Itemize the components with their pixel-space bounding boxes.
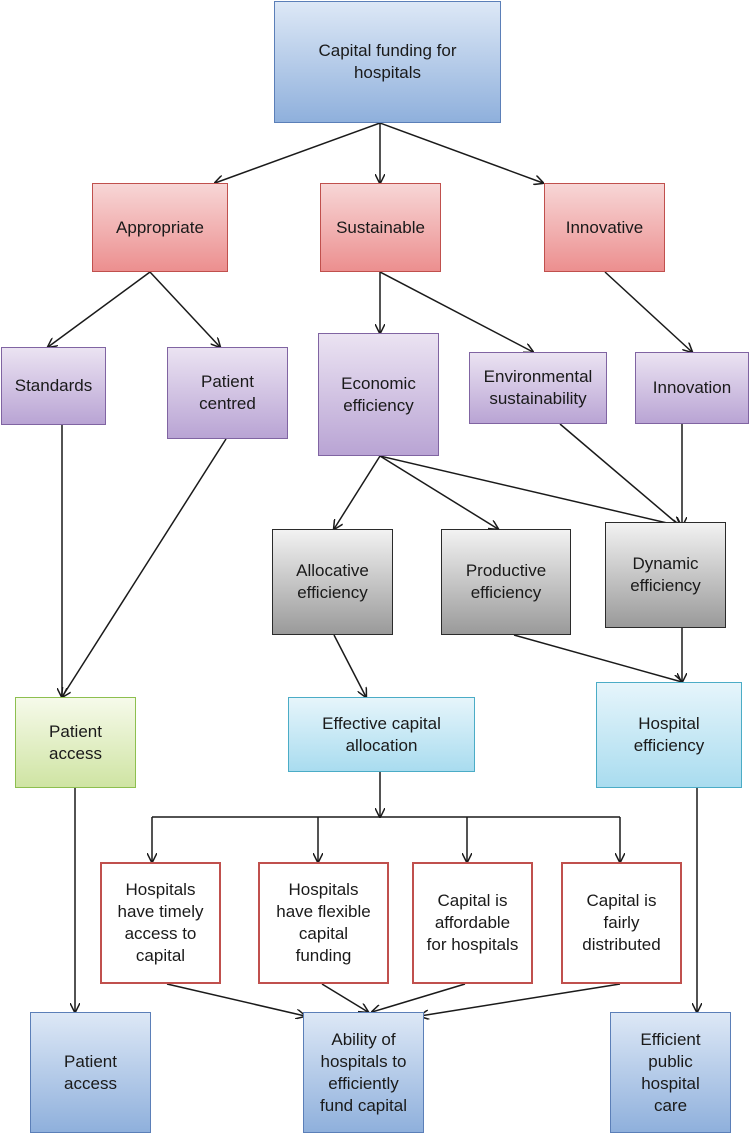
node-flexible-funding: Hospitals have flexible capital funding bbox=[258, 862, 389, 984]
node-environmental-sustainability-label: Environmental sustainability bbox=[483, 367, 593, 408]
node-allocative-efficiency: Allocative efficiency bbox=[272, 529, 393, 635]
node-appropriate: Appropriate bbox=[92, 183, 228, 272]
arrow-appropriate-to-patient-centred bbox=[149, 271, 220, 347]
node-timely-access-label: Hospitals have timely access to capital bbox=[117, 880, 204, 965]
node-efficient-public-care: Efficient public hospital care bbox=[610, 1012, 731, 1133]
arrow-flexible-funding-to-ability bbox=[321, 983, 368, 1012]
node-patient-centred-label: Patient centred bbox=[199, 372, 256, 413]
node-effective-capital-allocation: Effective capital allocation bbox=[288, 697, 475, 772]
node-productive-efficiency: Productive efficiency bbox=[441, 529, 571, 635]
node-flexible-funding-label: Hospitals have flexible capital funding bbox=[276, 880, 371, 965]
node-sustainable-label: Sustainable bbox=[336, 217, 425, 237]
node-innovative: Innovative bbox=[544, 183, 665, 272]
arrow-fairly-distributed-to-ability bbox=[420, 983, 621, 1016]
node-hospital-efficiency: Hospital efficiency bbox=[596, 682, 742, 788]
node-innovation: Innovation bbox=[635, 352, 749, 424]
arrow-capital-to-innovative bbox=[379, 122, 543, 183]
node-affordable-label: Capital is affordable for hospitals bbox=[426, 891, 519, 954]
arrow-economic-to-allocative bbox=[334, 455, 381, 529]
node-efficient-public-care-label: Efficient public hospital care bbox=[640, 1029, 701, 1115]
node-dynamic-efficiency-label: Dynamic efficiency bbox=[630, 554, 701, 595]
node-environmental-sustainability: Environmental sustainability bbox=[469, 352, 607, 424]
node-hospital-efficiency-label: Hospital efficiency bbox=[633, 714, 705, 755]
arrow-allocative-to-effective-allocation bbox=[333, 634, 366, 697]
arrow-economic-to-dynamic bbox=[379, 455, 680, 526]
node-capital-funding-label: Capital funding for hospitals bbox=[318, 41, 457, 82]
node-capital-funding: Capital funding for hospitals bbox=[274, 1, 501, 123]
arrow-innovative-to-innovation bbox=[604, 271, 692, 352]
arrow-affordable-to-ability bbox=[372, 983, 466, 1012]
node-fairly-distributed: Capital is fairly distributed bbox=[561, 862, 682, 984]
arrow-capital-to-appropriate bbox=[215, 122, 381, 183]
node-standards-label: Standards bbox=[14, 376, 93, 395]
node-patient-access-mid: Patient access bbox=[15, 697, 136, 788]
node-affordable: Capital is affordable for hospitals bbox=[412, 862, 533, 984]
node-innovative-label: Innovative bbox=[565, 217, 644, 237]
node-innovation-label: Innovation bbox=[652, 378, 732, 397]
node-effective-capital-allocation-label: Effective capital allocation bbox=[322, 713, 441, 755]
arrow-productive-to-hospital-efficiency bbox=[513, 634, 682, 682]
node-patient-centred: Patient centred bbox=[167, 347, 288, 439]
arrow-appropriate-to-standards bbox=[48, 271, 151, 347]
arrow-patient-centred-to-patient-access bbox=[62, 438, 227, 697]
node-productive-efficiency-label: Productive efficiency bbox=[465, 561, 547, 602]
node-patient-access-mid-label: Patient access bbox=[49, 721, 102, 763]
arrow-sustainable-to-environmental-sustainability bbox=[379, 271, 533, 352]
arrow-timely-access-to-ability bbox=[166, 983, 305, 1016]
arrow-environmental-to-dynamic bbox=[559, 423, 680, 526]
node-fairly-distributed-label: Capital is fairly distributed bbox=[582, 891, 661, 954]
node-economic-efficiency: Economic efficiency bbox=[318, 333, 439, 456]
arrow-economic-to-productive bbox=[379, 455, 498, 529]
node-standards: Standards bbox=[1, 347, 106, 425]
node-allocative-efficiency-label: Allocative efficiency bbox=[296, 561, 369, 602]
node-ability-to-fund-label: Ability of hospitals to efficiently fund… bbox=[320, 1029, 407, 1115]
node-sustainable: Sustainable bbox=[320, 183, 441, 272]
node-appropriate-label: Appropriate bbox=[116, 217, 204, 237]
node-patient-access-bottom: Patient access bbox=[30, 1012, 151, 1133]
node-dynamic-efficiency: Dynamic efficiency bbox=[605, 522, 726, 628]
node-ability-to-fund: Ability of hospitals to efficiently fund… bbox=[303, 1012, 424, 1133]
node-timely-access: Hospitals have timely access to capital bbox=[100, 862, 221, 984]
node-patient-access-bottom-label: Patient access bbox=[64, 1051, 117, 1093]
node-economic-efficiency-label: Economic efficiency bbox=[341, 373, 416, 415]
